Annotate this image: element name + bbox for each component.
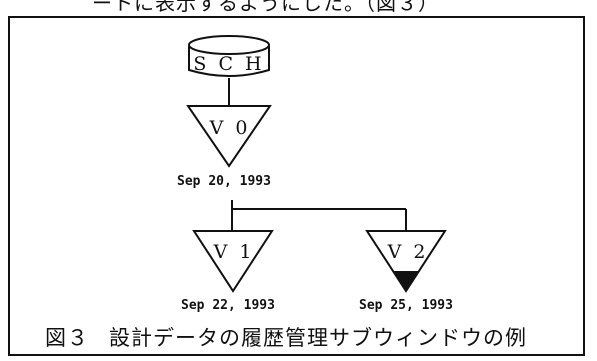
version-label: V 2 [387, 241, 429, 263]
current-version-marker [393, 271, 419, 291]
preceding-text-fragment: ートに表示するようにした。（図３） [92, 0, 439, 15]
version-date-v2: Sep 25, 1993 [359, 298, 453, 313]
version-node-v0[interactable]: V 0 [186, 105, 272, 168]
history-subwindow-frame [8, 16, 585, 356]
database-label: S C H [193, 53, 264, 75]
figure-caption-text: 設計データの履歴管理サブウィンドウの例 [109, 326, 527, 350]
version-date-v0: Sep 20, 1993 [177, 174, 271, 189]
database-cylinder-top [188, 35, 270, 55]
version-triangle [192, 230, 274, 293]
version-node-v1[interactable]: V 1 [192, 230, 274, 293]
database-node-sch[interactable]: S C H [188, 35, 270, 77]
version-label: V 0 [209, 117, 251, 139]
version-triangle [365, 230, 447, 293]
version-triangle [186, 105, 272, 168]
figure-caption: 図３ 設計データの履歴管理サブウィンドウの例 [45, 322, 527, 352]
version-date-v1: Sep 22, 1993 [181, 298, 275, 313]
version-node-v2[interactable]: V 2 [365, 230, 447, 293]
version-label: V 1 [213, 241, 255, 263]
figure-number: 図３ [45, 326, 89, 350]
